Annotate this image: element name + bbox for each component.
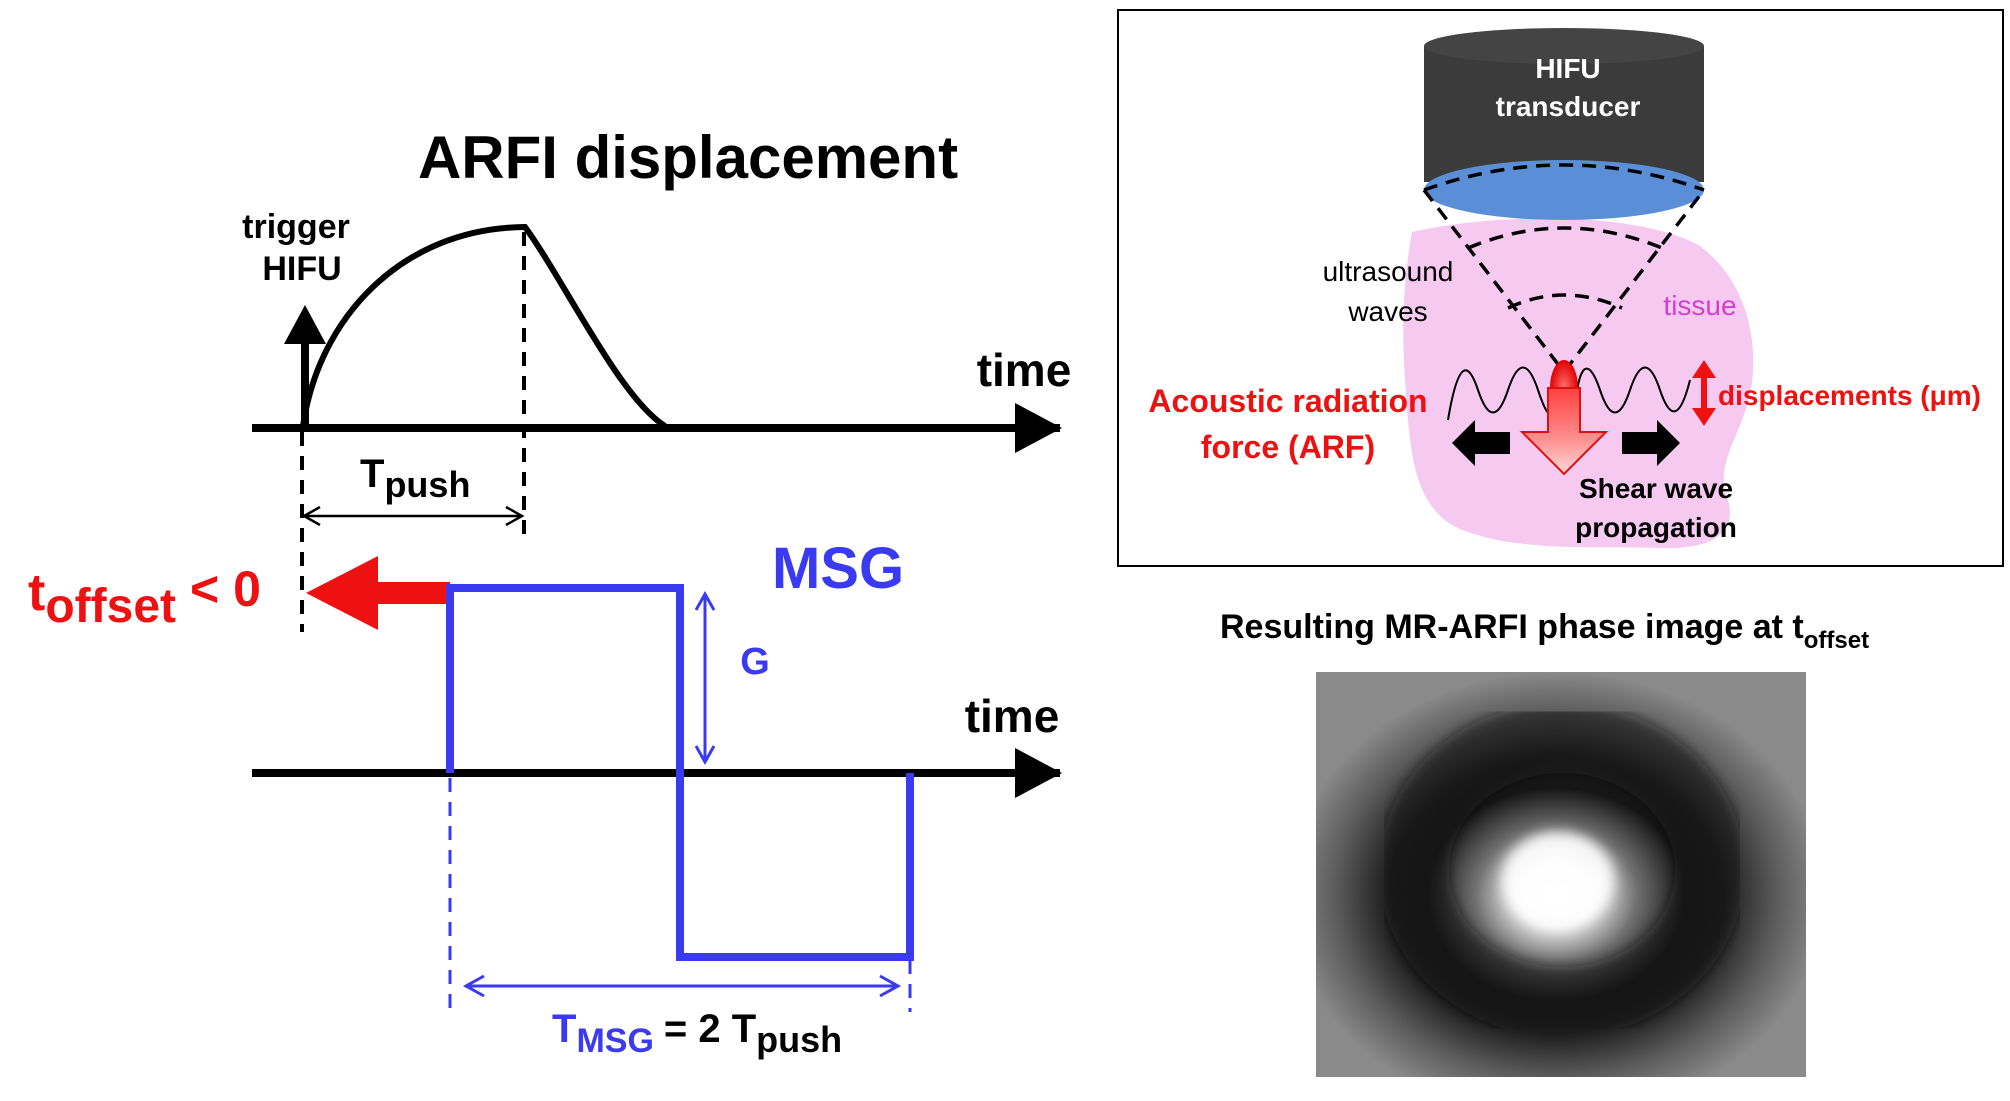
waves-label-2: waves bbox=[1347, 296, 1427, 327]
tmsg-arrow-left bbox=[462, 974, 485, 998]
toffset-arrowhead bbox=[306, 556, 378, 630]
top-time-axis-arrowhead bbox=[1015, 403, 1062, 453]
arf-label-1: Acoustic radiation bbox=[1148, 383, 1427, 419]
trigger-label-hifu: HIFU bbox=[262, 250, 341, 288]
transducer-label-2: transducer bbox=[1496, 91, 1641, 122]
shear-arrow-right bbox=[1622, 420, 1680, 466]
bottom-time-axis-arrowhead bbox=[1015, 748, 1062, 798]
phase-image-panel: Resulting MR-ARFI phase image at toffset bbox=[1220, 608, 1869, 1077]
g-arrow-bottom bbox=[694, 745, 716, 766]
shear-arrow-left bbox=[1452, 420, 1510, 466]
arfi-title: ARFI displacement bbox=[418, 124, 958, 191]
msg-label: MSG bbox=[772, 536, 904, 601]
shear-wave-right bbox=[1575, 366, 1691, 414]
tpush-arrow-right bbox=[505, 505, 525, 527]
transducer-face bbox=[1424, 160, 1704, 220]
transducer-top bbox=[1424, 28, 1704, 64]
phase-bright-center bbox=[1502, 832, 1614, 928]
arf-label-2: force (ARF) bbox=[1201, 429, 1375, 465]
tmsg-arrow-right bbox=[879, 974, 902, 998]
phase-dark-ring bbox=[1379, 703, 1745, 1037]
shear-wave-left bbox=[1447, 366, 1557, 421]
transducer-body bbox=[1424, 31, 1704, 182]
waves-label-1: ultrasound bbox=[1323, 256, 1454, 287]
shear-label-1: Shear wave bbox=[1579, 473, 1733, 504]
bottom-time-label: time bbox=[965, 690, 1060, 742]
top-time-label: time bbox=[977, 344, 1072, 396]
displacement-curve bbox=[300, 223, 667, 429]
shear-label-2: propagation bbox=[1575, 512, 1737, 543]
arf-arrow bbox=[1519, 387, 1609, 476]
tpush-label: Tpush bbox=[360, 452, 470, 505]
arfi-timing-diagram: ARFI displacement trigger HIFU time Tpus… bbox=[28, 124, 1071, 1060]
displacement-label: displacements (μm) bbox=[1718, 380, 1981, 411]
msg-waveform bbox=[446, 584, 914, 961]
tissue-label: tissue bbox=[1663, 290, 1736, 321]
toffset-arrow-shaft bbox=[368, 582, 450, 604]
toffset-label: toffset< 0 bbox=[28, 561, 261, 633]
g-arrow-top bbox=[694, 590, 716, 611]
transducer-label-1: HIFU bbox=[1535, 53, 1600, 84]
tmsg-label: TMSG= 2 Tpush bbox=[552, 1007, 842, 1060]
ultrasound-waves bbox=[1422, 163, 1706, 375]
trigger-arrowhead bbox=[284, 305, 326, 344]
g-label: G bbox=[740, 641, 770, 683]
phase-image-caption: Resulting MR-ARFI phase image at toffset bbox=[1220, 608, 1869, 654]
hifu-inset: HIFU transducer ultrasound waves tissue … bbox=[1117, 9, 2004, 567]
trigger-label: trigger bbox=[242, 208, 350, 246]
tpush-arrow-left bbox=[301, 505, 321, 527]
displacement-arrow-top bbox=[1692, 360, 1716, 378]
displacement-arrow-bottom bbox=[1692, 408, 1716, 426]
